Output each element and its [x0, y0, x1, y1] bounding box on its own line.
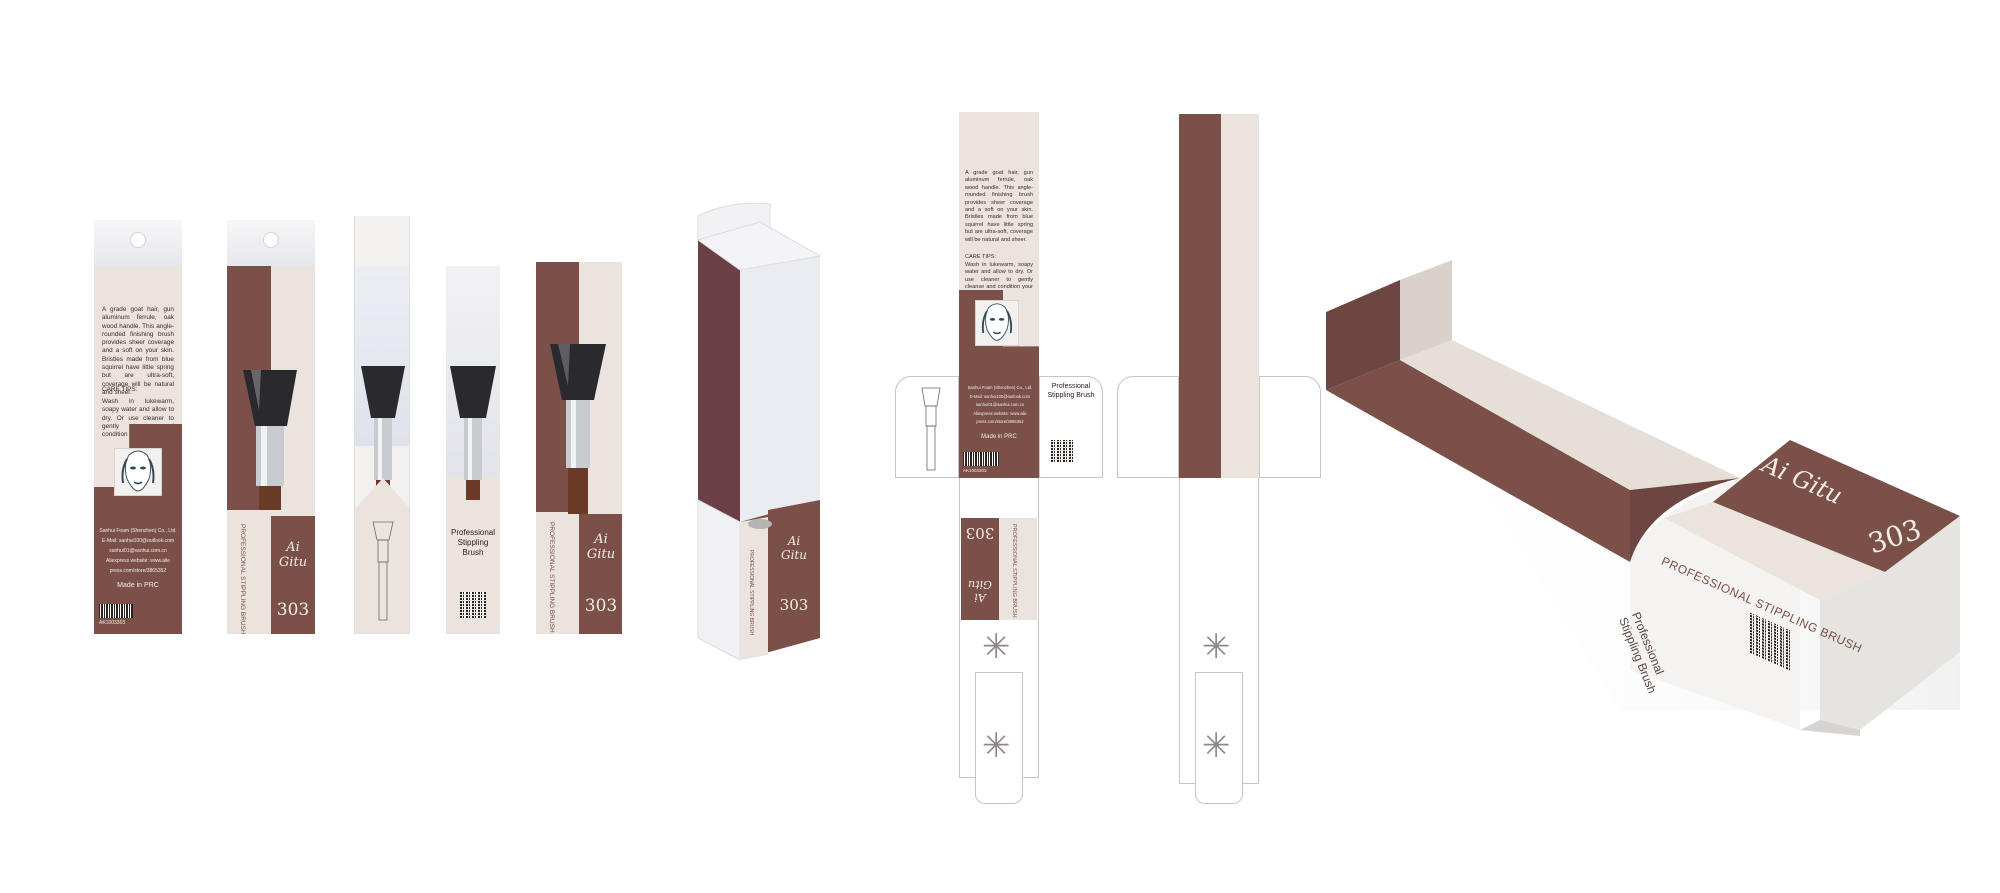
contact-line: sanhui01@sanhui.com.cn: [975, 402, 1025, 407]
package-back-panel: A grade goat hair, gun aluminum ferrule,…: [94, 220, 182, 634]
cream-lower: [355, 478, 409, 634]
product-number: 303: [276, 600, 310, 620]
contact-line: sanhui01@sanhui.com.cn: [109, 548, 167, 554]
star-mark-icon: ✳: [982, 726, 1011, 766]
vertical-product-title: PROFESSIONAL STIPPLING BRUSH: [748, 550, 754, 636]
dieline-tuck-tab: [975, 672, 1023, 804]
brand-logo: Ai Gitu: [781, 534, 807, 562]
brush-image-icon: [548, 344, 608, 514]
brush-diagram-icon: [367, 516, 399, 626]
care-tips-title: CARE TIPS:: [965, 254, 996, 260]
barcode-icon: [99, 604, 133, 618]
contact-line: press.com/store/3865352: [976, 419, 1024, 424]
brand-logo: Ai Gitu: [586, 532, 616, 562]
contact-line: E-Mail: sanhui100@outlook.com: [101, 538, 175, 544]
vertical-product-title: PROFESSIONAL STIPPLING BRUSH: [1011, 524, 1017, 618]
contact-line: Sanhui Foam (Shenzhen) Co., Ltd.: [99, 528, 177, 534]
cream-stripe: [1221, 114, 1259, 478]
dieline-printed: A grade goat hair, gun aluminum ferrule,…: [895, 112, 1105, 804]
brown-label-block: [961, 518, 999, 620]
cream-lower: [536, 512, 579, 634]
dieline-inside: ✳ ✳: [1117, 114, 1321, 804]
star-mark-icon: ✳: [1202, 726, 1231, 766]
hang-hole-icon: [263, 232, 279, 248]
brown-label-block: [271, 516, 315, 634]
contact-line: E-Mail: sanhui100@outlook.com: [969, 393, 1031, 399]
made-in-label: Made in PRC: [981, 434, 1017, 440]
transparent-box-3d: Ai Gitu 303 PROFESSIONAL STIPPLING BRUSH: [690, 200, 830, 670]
brush-image-icon: [237, 370, 303, 510]
face-illustration-icon: [975, 300, 1019, 346]
cream-lower: [227, 510, 271, 634]
product-number: 303: [584, 596, 618, 616]
face-illustration-icon: [114, 448, 162, 496]
barcode-digits: AK1003303: [99, 620, 126, 626]
side-product-title: Professional Stippling Brush: [450, 528, 496, 557]
package-front-panel: PROFESSIONAL STIPPLING BRUSH Ai Gitu 303: [227, 220, 315, 634]
contact-line: press.com/store/3865352: [109, 568, 167, 574]
product-number: 303: [779, 596, 809, 614]
product-description: A grade goat hair, gun aluminum ferrule,…: [102, 306, 174, 396]
open-box-3d: PROFESSIONAL STIPPLING BRUSH Ai Gitu 303…: [1320, 250, 2000, 750]
contact-block: Sanhui Foam (Shenzhen) Co., Ltd. E-Mail:…: [961, 384, 1039, 427]
package-side-panel: [354, 216, 410, 634]
brush-diagram-icon: [917, 374, 945, 474]
package-front-label-panel: PROFESSIONAL STIPPLING BRUSH Ai Gitu 303: [536, 262, 622, 634]
star-mark-icon: ✳: [1202, 627, 1231, 667]
qr-code-icon: [1051, 440, 1073, 462]
dieline-left-flap: [1117, 376, 1179, 478]
brown-stripe: [1179, 114, 1221, 478]
package-title-panel: Professional Stippling Brush: [446, 266, 500, 634]
hang-hole-icon: [130, 232, 146, 248]
product-description: A grade goat hair, gun aluminum ferrule,…: [965, 170, 1033, 243]
product-number: 303: [965, 524, 995, 542]
star-mark-icon: ✳: [982, 627, 1011, 667]
brand-logo: Ai Gitu: [968, 578, 992, 604]
brush-image-icon: [448, 366, 498, 516]
care-tips-title: CARE TIPS:: [102, 386, 138, 393]
dieline-right-flap: [1259, 376, 1321, 478]
vertical-product-title: PROFESSIONAL STIPPLING BRUSH: [239, 524, 246, 634]
contact-block: Sanhui Foam (Shenzhen) Co., Ltd. E-Mail:…: [98, 526, 178, 576]
barcode-digits: AK1003303: [963, 468, 987, 473]
vertical-product-title: PROFESSIONAL STIPPLING BRUSH: [548, 522, 555, 633]
cream-label-block: [999, 518, 1037, 620]
contact-line: Aliexpress website: www.alie: [106, 558, 170, 564]
brand-logo: Ai Gitu: [278, 540, 308, 570]
contact-line: Aliexpress website: www.alie: [973, 410, 1027, 416]
qr-code-icon: [460, 592, 486, 618]
dieline-tuck-tab: [1195, 672, 1243, 804]
contact-line: Sanhui Foam (Shenzhen) Co., Ltd.: [967, 385, 1033, 390]
made-in-label: Made in PRC: [117, 582, 159, 589]
brown-label-block: [579, 514, 622, 634]
barcode-icon: [963, 452, 999, 466]
side-product-title: Professional Stippling Brush: [1047, 383, 1095, 399]
